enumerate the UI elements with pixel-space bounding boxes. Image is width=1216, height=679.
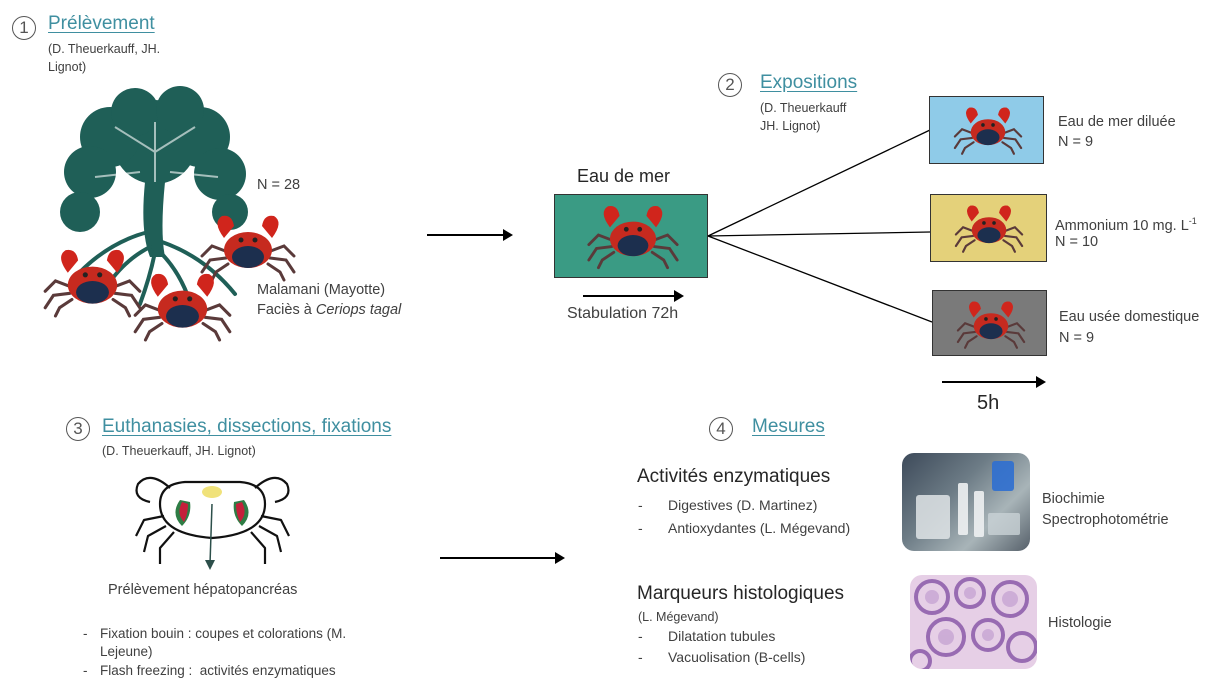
stabulation-label: Stabulation 72h — [567, 305, 679, 322]
exposure-time-label: 5h — [977, 392, 1000, 414]
sea-water-label: Eau de mer — [577, 166, 671, 186]
step-number-4: 4 — [709, 417, 733, 441]
species-name: Ceriops tagal — [315, 302, 402, 318]
expositions-authors-line1: (D. Theuerkauff — [760, 101, 847, 115]
expositions-authors-line2: JH. Lignot) — [760, 119, 821, 133]
treatment-label-wastewater: Eau usée domestique — [1059, 309, 1200, 325]
hepatopancreas-caption: Prélèvement hépatopancréas — [108, 582, 298, 598]
treatment-tank-wastewater — [932, 290, 1047, 356]
section-title-expositions: Expositions — [760, 72, 858, 93]
sample-size-total: N = 28 — [257, 177, 301, 193]
treatment-n-ammonium: N = 10 — [1055, 234, 1099, 250]
method-biochimie: Biochimie — [1042, 491, 1105, 507]
crab-icon — [953, 201, 1025, 255]
step-number-2: 2 — [718, 73, 742, 97]
exposure-time-arrow — [942, 376, 1046, 388]
treatment-n-wastewater: N = 9 — [1059, 330, 1095, 346]
enzyme-item-1-dash: - — [638, 497, 643, 513]
euthanasies-authors: (D. Theuerkauff, JH. Lignot) — [102, 444, 256, 458]
crab-icon — [955, 297, 1027, 351]
site-facies-prefix: Faciès à — [257, 302, 316, 318]
site-location: Malamani (Mayotte) — [257, 282, 386, 298]
sea-water-tank — [554, 194, 708, 278]
lab-photo — [902, 453, 1030, 551]
method-histologie: Histologie — [1048, 615, 1112, 631]
fixation-dash-1: - — [83, 626, 88, 641]
treatment-label-ammonium-sup: -1 — [1188, 216, 1197, 226]
flow-arrow-1-to-2 — [427, 229, 513, 241]
prelevement-authors-line1: (D. Theuerkauff, JH. — [48, 42, 161, 56]
fixation-item-1-line2: Lejeune) — [100, 644, 153, 659]
crab-anatomy-icon — [135, 476, 290, 570]
site-facies: Faciès à Ceriops tagal — [257, 300, 401, 320]
fixation-item-2-line1: Flash freezing : activités enzymatiques — [100, 663, 336, 678]
section-title-euthanasies: Euthanasies, dissections, fixations — [102, 416, 392, 437]
histology-photo — [910, 575, 1037, 669]
enzyme-activities-title: Activités enzymatiques — [637, 466, 831, 487]
step-number-1: 1 — [12, 16, 36, 40]
lab-equipment-icon — [916, 461, 1020, 539]
histology-item-1-dash: - — [638, 628, 643, 644]
treatment-tank-ammonium — [930, 194, 1047, 262]
histology-item-1-text: Dilatation tubules — [668, 628, 776, 644]
enzyme-item-1-text: Digestives (D. Martinez) — [668, 497, 818, 513]
section-title-prelevement: Prélèvement — [48, 13, 155, 34]
flow-arrow-3-to-4 — [440, 552, 565, 564]
method-spectrophotometrie: Spectrophotométrie — [1042, 512, 1169, 528]
treatment-label-ammonium-text: Ammonium 10 mg. L — [1055, 217, 1189, 234]
fixation-item-1-line1: Fixation bouin : coupes et colorations (… — [100, 626, 347, 641]
prelevement-authors-line2: Lignot) — [48, 60, 87, 74]
step-number-3: 3 — [66, 417, 90, 441]
treatment-label-ammonium: Ammonium 10 mg. L-1 — [1055, 211, 1197, 236]
crab-icon — [952, 103, 1024, 157]
fixation-dash-2: - — [83, 663, 88, 678]
stabulation-arrow — [583, 290, 684, 302]
histology-markers-title: Marqueurs histologiques — [637, 583, 845, 604]
enzyme-item-2-text: Antioxydantes (L. Mégevand) — [668, 520, 851, 536]
histology-item-2-dash: - — [638, 649, 643, 665]
mangrove-tree-icon — [60, 86, 248, 306]
histology-authors: (L. Mégevand) — [638, 610, 719, 624]
treatment-tank-diluted — [929, 96, 1044, 164]
enzyme-item-2-dash: - — [638, 520, 643, 536]
treatment-label-diluted: Eau de mer diluée — [1058, 114, 1176, 130]
histology-item-2-text: Vacuolisation (B-cells) — [668, 649, 806, 665]
treatment-n-diluted: N = 9 — [1058, 134, 1094, 150]
tissue-section-icon — [910, 577, 1037, 669]
section-title-mesures: Mesures — [752, 416, 825, 437]
